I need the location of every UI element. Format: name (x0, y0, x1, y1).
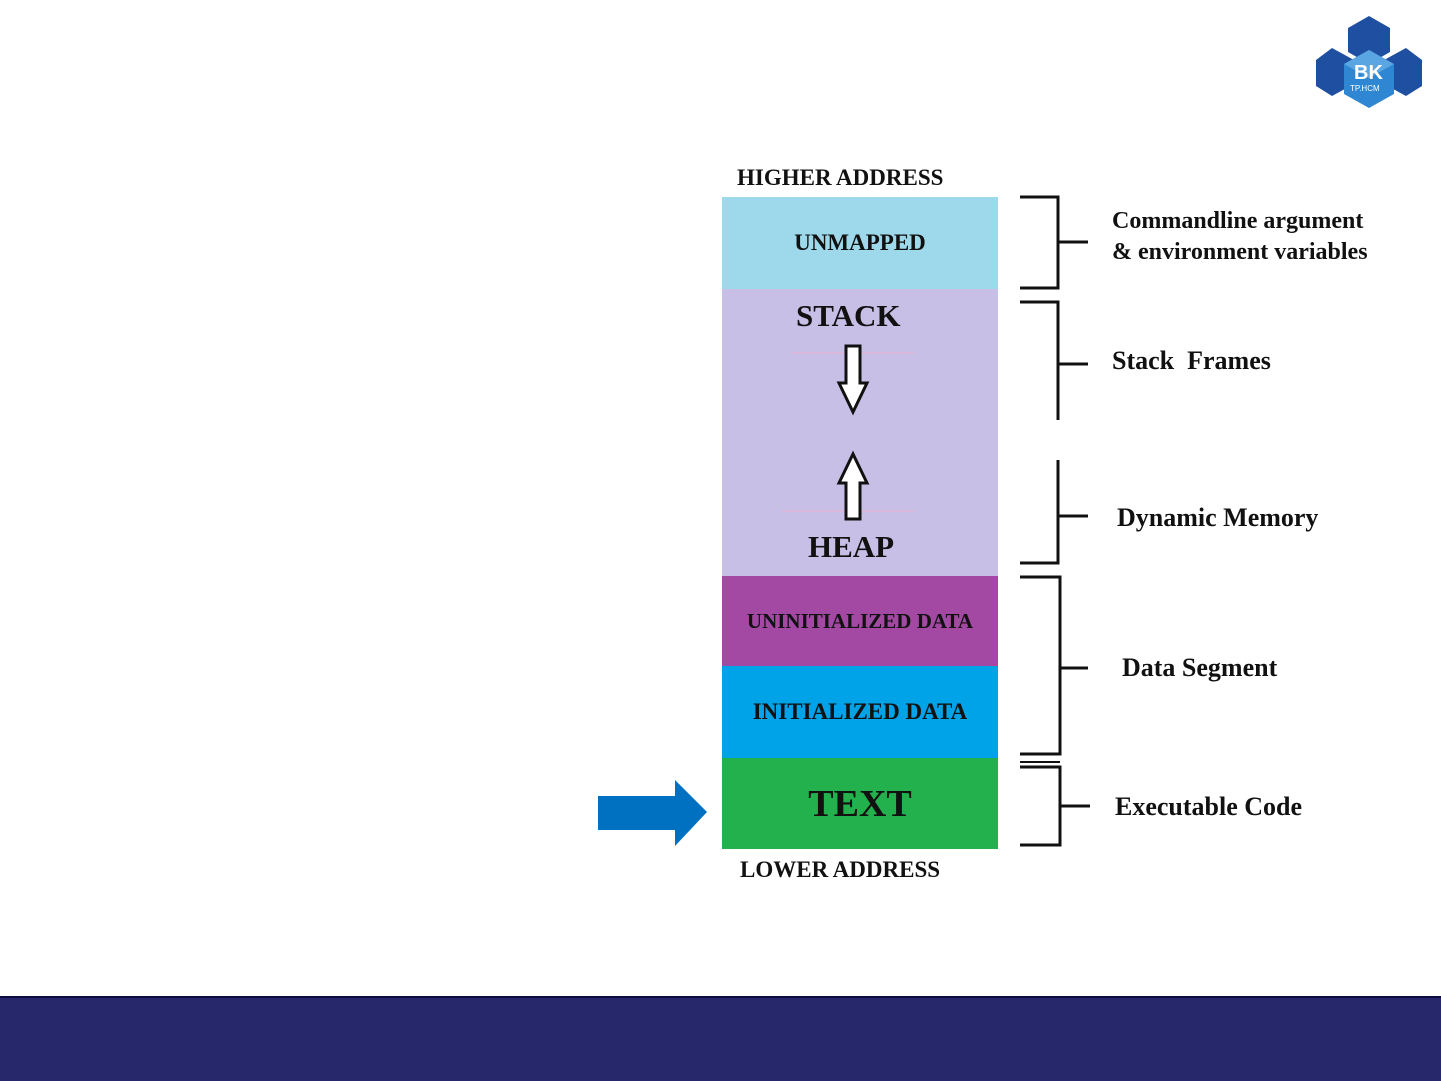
annotation-data-segment: Data Segment (1122, 653, 1277, 683)
annotation-dynamic-memory: Dynamic Memory (1117, 503, 1318, 533)
annotation-executable-code: Executable Code (1115, 792, 1302, 822)
annotation-stack-frames: Stack Frames (1112, 346, 1271, 376)
bracket-stack-frames (1020, 302, 1088, 420)
bracket-executable (1020, 767, 1090, 845)
pointer-arrow-icon (598, 780, 707, 846)
annotation-cmdline-2: & environment variables (1112, 239, 1368, 266)
heap-grow-up-arrow (839, 454, 867, 519)
footer-bar (0, 996, 1441, 1081)
stack-grow-down-arrow (839, 346, 867, 412)
annotation-cmdline-1: Commandline argument (1112, 208, 1363, 235)
bracket-data-segment (1020, 577, 1088, 754)
bracket-dynamic-memory (1020, 460, 1088, 563)
bracket-cmdline (1020, 197, 1088, 288)
